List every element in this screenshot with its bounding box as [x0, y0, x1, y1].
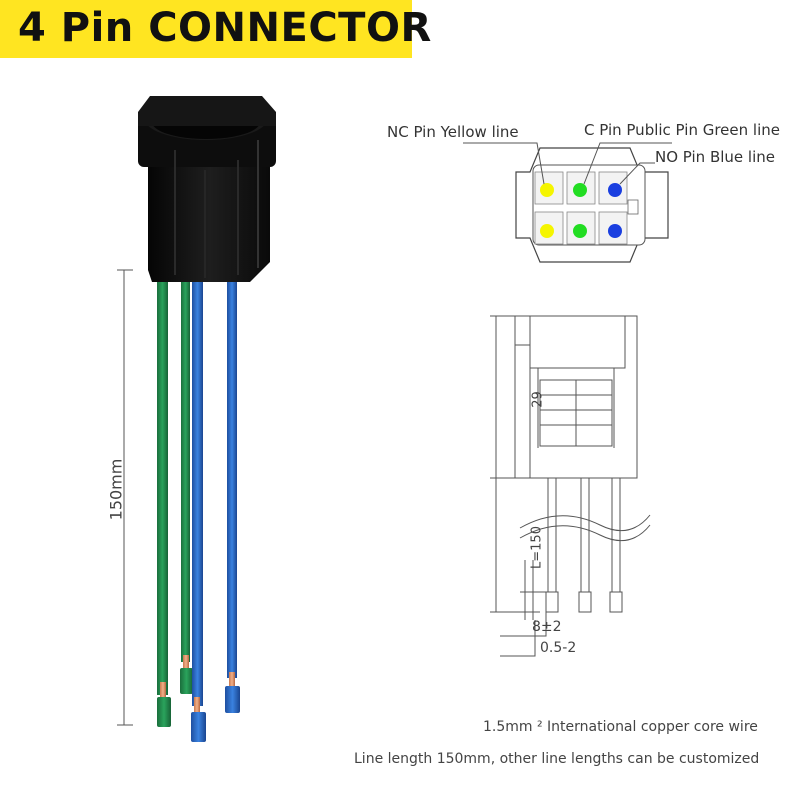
c-pin-bottom [573, 224, 587, 238]
no-pin-top [608, 183, 622, 197]
blue-wire-center [191, 270, 206, 742]
page-title: 4 Pin CONNECTOR [18, 5, 432, 51]
c-leader-line [583, 142, 672, 185]
length-dimension-line [117, 269, 133, 726]
nc-pin-bottom [540, 224, 554, 238]
c-pin-top [573, 183, 587, 197]
nc-pin-top [540, 183, 554, 197]
green-wire-left [157, 270, 171, 727]
title-banner: 4 Pin CONNECTOR [0, 0, 431, 58]
no-leader-line [619, 162, 655, 185]
green-wire-center [180, 270, 193, 694]
nc-pin-label: NC Pin Yellow line [387, 123, 519, 141]
no-pin-bottom [608, 224, 622, 238]
strip-length-label: 8±2 [532, 619, 562, 635]
side-technical-drawing [490, 315, 651, 657]
nc-leader-line [463, 142, 545, 185]
no-pin-label: NO Pin Blue line [655, 148, 775, 166]
tin-length-label: 0.5-2 [540, 640, 577, 656]
wire-length-label: L=150 [529, 526, 545, 569]
pin-layout-diagram [463, 142, 672, 263]
length-dimension-label: 150mm [106, 458, 126, 521]
c-pin-label: C Pin Public Pin Green line [584, 121, 780, 139]
blue-wire-right [225, 270, 240, 713]
connector-body [138, 96, 276, 282]
line-length-note: Line length 150mm, other line lengths ca… [354, 751, 760, 767]
wire-spec-note: 1.5mm ² International copper core wire [483, 719, 758, 735]
height-dimension-label: 29 [530, 391, 546, 408]
